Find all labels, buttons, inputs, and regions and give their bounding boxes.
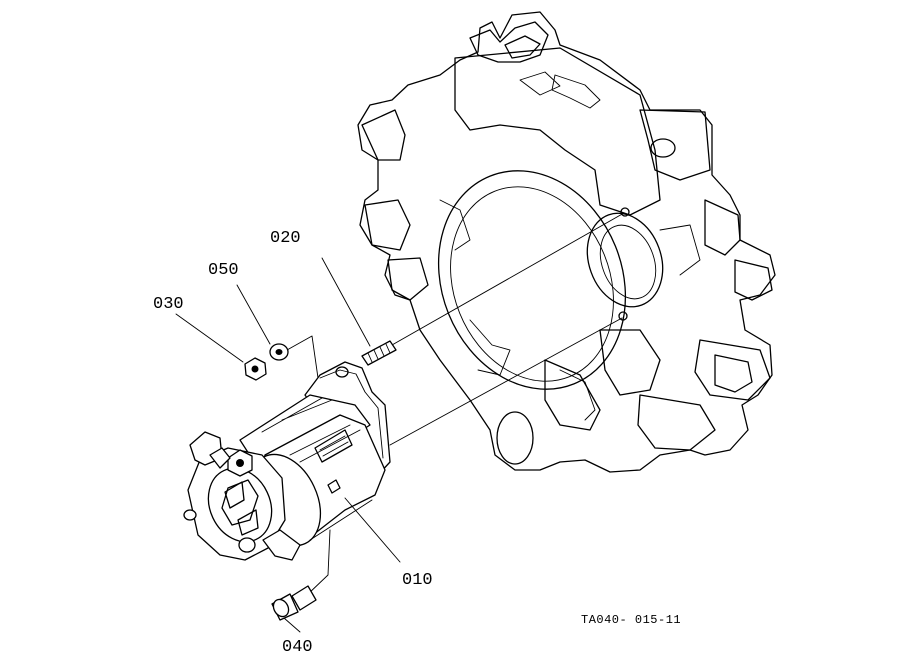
label-starter: 010 [402, 571, 433, 590]
label-bolt: 040 [282, 638, 313, 657]
drawing-reference-code: TA040- 015-11 [581, 613, 681, 627]
starter-motor [183, 361, 391, 561]
label-lock-washer: 050 [208, 261, 239, 280]
leader-lines [175, 257, 401, 633]
bolt [271, 585, 317, 621]
lock-washer [269, 343, 289, 361]
alignment-lines [286, 212, 625, 596]
stud [361, 340, 397, 366]
label-nut: 030 [153, 295, 184, 314]
nut [244, 357, 267, 381]
flywheel-housing [357, 11, 776, 473]
label-stud: 020 [270, 229, 301, 248]
